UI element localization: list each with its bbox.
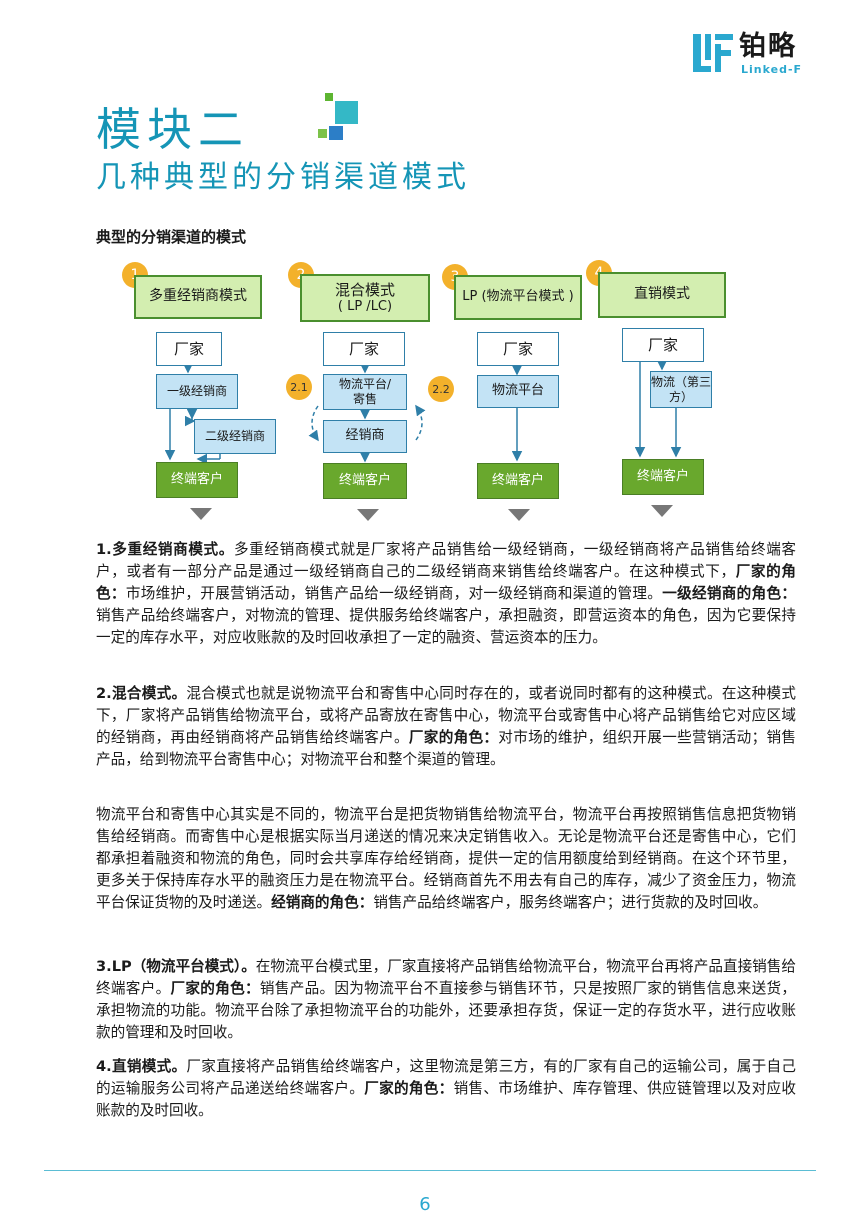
module-subtitle: 几种典型的分销渠道模式	[96, 160, 470, 195]
box-line1: 物流（第三	[651, 374, 712, 389]
paragraph-text: 销售产品。因为物流平台不直接参与销售环节，只是按照厂家的销售信息来送货，承担物流…	[96, 980, 796, 1041]
logo-text-en: Linked-F	[741, 63, 803, 76]
end-customer-box: 终端客户	[477, 463, 559, 499]
box-line2: 寄售	[352, 392, 377, 406]
diagram-connectors	[164, 360, 682, 521]
paragraph-multi-distributor: 1.多重经销商模式。多重经销商模式就是厂家将产品销售给一级经销商，一级经销商将产…	[96, 539, 796, 649]
decorative-square	[318, 129, 327, 138]
page-number: 6	[419, 1194, 431, 1215]
paragraph-text: 混合模式也就是说物流平台和寄售中心同时存在的，或者说同时都有的这种模式。在这种模…	[96, 685, 796, 746]
decorative-square	[325, 93, 333, 101]
company-logo: 铂略 Linked-F	[693, 32, 823, 76]
mode-box-direct-sales: 直销模式	[598, 272, 726, 318]
channel-mode-diagram: 1 多重经销商模式 厂家 一级经销商 二级经销商 终端客户 2 混合模式 ( L…	[110, 258, 740, 528]
paragraph-text: 对市场的维护，组织开展一些营销活动；销售产品，给到物流平台寄售中心；对物流平台和…	[96, 729, 796, 768]
role-label: 一级经销商的角色：	[662, 585, 796, 602]
end-customer-box: 终端客户	[323, 463, 407, 499]
paragraph-text: 厂家直接将产品销售给终端客户，这里物流是第三方，有的厂家有自己的运输公司，属于自…	[96, 1058, 796, 1097]
factory-box: 厂家	[622, 328, 704, 362]
paragraph-text: 销售产品给终端客户，对物流的管理、提供服务给终端客户，承担融资，即营运资本的角色…	[96, 607, 796, 646]
logistics-consignment-box: 物流平台/ 寄售	[323, 374, 407, 410]
logistics-platform-box: 物流平台	[477, 375, 559, 408]
box-line2: 方）	[668, 389, 693, 404]
module-title: 模块二	[96, 103, 250, 156]
paragraph-logistics-platform: 3.LP（物流平台模式）。在物流平台模式里，厂家直接将产品销售给物流平台，物流平…	[96, 956, 796, 1044]
role-label: 厂家的角色：	[96, 563, 796, 602]
paragraph-lead: 3.LP（物流平台模式）。	[96, 958, 256, 975]
distributor-box: 经销商	[323, 420, 407, 453]
mode-box-multi-distributor: 多重经销商模式	[134, 275, 262, 319]
paragraph-text: 销售、市场维护、库存管理、供应链管理以及对应收账款的及时回收。	[96, 1080, 796, 1119]
third-party-logistics-box: 物流（第三 方）	[650, 371, 712, 408]
paragraph-text: 市场维护，开展营销活动，销售产品给一级经销商，对一级经销商和渠道的管理。	[125, 585, 663, 602]
paragraph-lead: 1.多重经销商模式。	[96, 541, 234, 558]
tier1-distributor-box: 一级经销商	[156, 374, 238, 409]
role-label: 厂家的角色：	[170, 980, 260, 997]
end-customer-box: 终端客户	[622, 459, 704, 495]
paragraph-text: 销售产品给终端客户，服务终端客户；进行货款的及时回收。	[373, 894, 768, 911]
paragraph-text: 多重经销商模式就是厂家将产品销售给一级经销商，一级经销商将产品销售给终端客户，或…	[96, 541, 796, 580]
role-label: 经销商的角色：	[271, 894, 374, 911]
mode-title-line1: 混合模式	[334, 280, 395, 299]
decorative-square	[329, 126, 343, 140]
decorative-square	[335, 101, 358, 124]
paragraph-text: 物流平台和寄售中心其实是不同的，物流平台是把货物销售给物流平台，物流平台再按照销…	[96, 806, 796, 911]
mode-box-logistics-platform: LP (物流平台模式 )	[454, 275, 582, 320]
paragraph-text: 在物流平台模式里，厂家直接将产品销售给物流平台，物流平台再将产品直接销售给终端客…	[96, 958, 796, 997]
paragraph-lead: 2.混合模式。	[96, 685, 187, 702]
factory-box: 厂家	[477, 332, 559, 366]
linked-f-logo-icon	[693, 34, 733, 72]
sub-mode-badge-2-2: 2.2	[428, 376, 454, 402]
factory-box: 厂家	[323, 332, 405, 366]
box-line1: 物流平台/	[338, 377, 392, 391]
mode-box-hybrid: 混合模式 ( LP /LC)	[300, 274, 430, 322]
footer-divider	[44, 1170, 816, 1171]
role-label: 厂家的角色：	[408, 729, 499, 746]
logo-text-cn: 铂略	[739, 31, 797, 62]
paragraph-hybrid: 2.混合模式。混合模式也就是说物流平台和寄售中心同时存在的，或者说同时都有的这种…	[96, 683, 796, 771]
paragraph-logistics-vs-consignment: 物流平台和寄售中心其实是不同的，物流平台是把货物销售给物流平台，物流平台再按照销…	[96, 804, 796, 914]
mode-title-line2: ( LP /LC)	[337, 299, 393, 315]
role-label: 厂家的角色：	[364, 1080, 454, 1097]
section-heading: 典型的分销渠道的模式	[96, 228, 247, 246]
end-customer-box: 终端客户	[156, 462, 238, 498]
paragraph-lead: 4.直销模式。	[96, 1058, 187, 1075]
sub-mode-badge-2-1: 2.1	[286, 374, 312, 400]
factory-box: 厂家	[156, 332, 222, 366]
tier2-distributor-box: 二级经销商	[194, 419, 276, 454]
paragraph-direct-sales: 4.直销模式。厂家直接将产品销售给终端客户，这里物流是第三方，有的厂家有自己的运…	[96, 1056, 796, 1122]
